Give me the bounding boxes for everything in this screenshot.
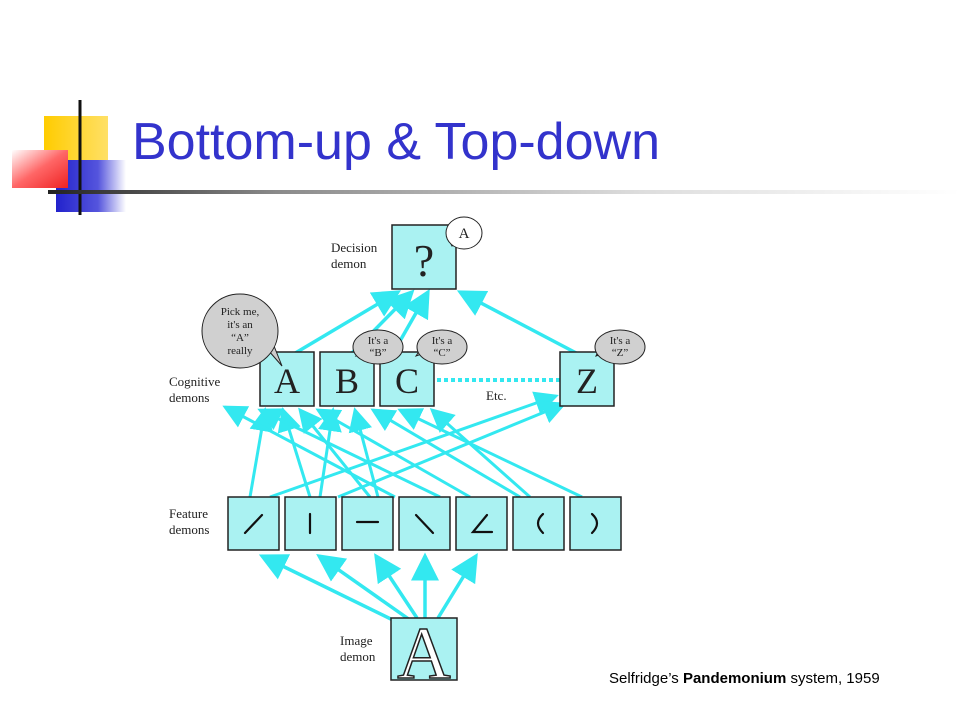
cognitive-demon-b-letter: B xyxy=(335,361,359,401)
feature-left-slant-glyph xyxy=(414,513,435,535)
decision-label-line1: Decision xyxy=(331,240,378,255)
decision-bubble: A xyxy=(445,216,483,250)
image-demon-box xyxy=(390,617,458,681)
caption-suffix: system, 1959 xyxy=(786,670,880,687)
decision-bubble-text: A xyxy=(459,226,470,242)
feature-label-line1: Feature xyxy=(169,506,208,521)
slide-title: Bottom-up & Top-down xyxy=(132,113,660,171)
figure-caption: Selfridge’s Pandemonium system, 1959 xyxy=(609,670,880,687)
cognitive-demon-c-letter: C xyxy=(395,361,419,401)
feature-right-slant-glyph xyxy=(243,513,264,535)
cognitive-demon-z-letter: Z xyxy=(576,361,598,401)
pick-me-line4: really xyxy=(227,345,253,357)
bubble-z-line1: It's a xyxy=(610,335,631,347)
image-label-line1: Image xyxy=(340,633,373,648)
decision-demon-box xyxy=(391,224,457,290)
feature-to-cognitive-arrows xyxy=(222,391,583,499)
feature-demon-box xyxy=(455,496,508,551)
feature-angle-glyph xyxy=(470,513,494,534)
feature-close-curve-glyph xyxy=(590,512,599,535)
title-divider xyxy=(48,190,960,194)
bubble-c-line2: “C” xyxy=(433,347,450,359)
caption-prefix: Selfridge’s xyxy=(609,670,683,687)
bubble-b-line1: It's a xyxy=(368,335,389,347)
cognitive-label-line1: Cognitive xyxy=(169,374,221,389)
cognitive-demon-a-letter: A xyxy=(274,361,300,401)
pick-me-line3: “A” xyxy=(231,332,249,344)
pick-me-line2: it's an xyxy=(227,319,253,331)
image-to-feature-arrows xyxy=(258,552,478,627)
decision-symbol: ? xyxy=(414,235,434,286)
bubble-c-line1: It's a xyxy=(432,335,453,347)
feature-label-line2: demons xyxy=(169,522,209,537)
image-label-line2: demon xyxy=(340,649,376,664)
pick-me-line1: Pick me, xyxy=(221,306,260,318)
cognitive-label-line2: demons xyxy=(169,390,209,405)
bubble-c: It's a “C” xyxy=(414,329,468,365)
feature-open-curve-glyph xyxy=(536,512,545,535)
bubble-b: It's a “B” xyxy=(352,329,404,365)
image-demon-letter: A xyxy=(397,613,450,695)
caption-bold: Pandemonium xyxy=(682,670,787,687)
feature-demon-box xyxy=(341,496,394,551)
feature-glyphs xyxy=(243,512,599,535)
cognitive-demon-a-box xyxy=(259,351,315,407)
bubble-b-line2: “B” xyxy=(369,347,386,359)
bubble-z: It's a “Z” xyxy=(594,329,646,365)
feature-demon-box xyxy=(569,496,622,551)
pick-me-bubble: Pick me, it's an “A” really xyxy=(201,293,283,369)
decision-label-line2: demon xyxy=(331,256,367,271)
bubble-z-line2: “Z” xyxy=(612,347,629,359)
etc-label: Etc. xyxy=(486,388,507,403)
